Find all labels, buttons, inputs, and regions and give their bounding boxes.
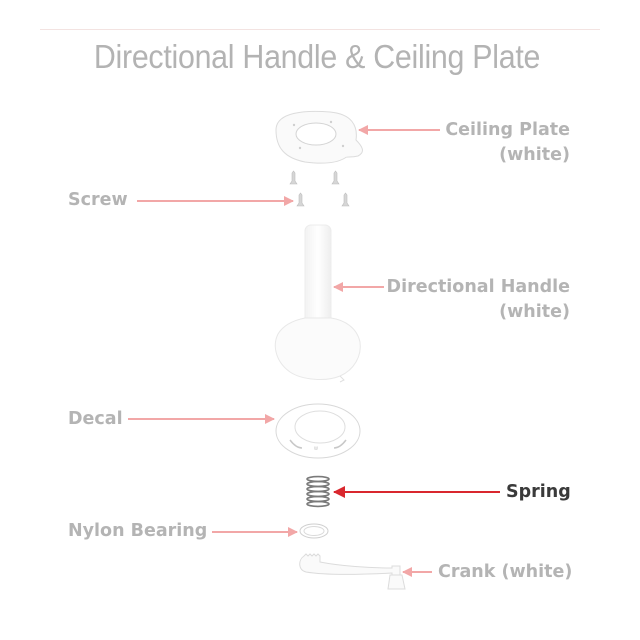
- label-screw: Screw: [68, 190, 128, 210]
- label-nylon-bearing: Nylon Bearing: [68, 521, 208, 541]
- label-spring: Spring: [506, 482, 571, 502]
- ceiling-plate-part: [275, 110, 363, 164]
- label-crank: Crank (white): [438, 562, 573, 582]
- label-ceiling-plate: Ceiling Plate (white): [445, 118, 570, 168]
- label-ceiling-plate-line2: (white): [499, 145, 570, 165]
- top-divider: [40, 29, 600, 30]
- spring-part: [306, 475, 330, 508]
- label-directional-handle: Directional Handle (white): [387, 275, 570, 325]
- decal-part: W: [275, 403, 361, 459]
- label-directional-handle-line1: Directional Handle: [386, 277, 570, 297]
- label-decal: Decal: [68, 409, 123, 429]
- screws-part: [289, 170, 350, 207]
- diagram-title: Directional Handle & Ceiling Plate: [93, 38, 541, 75]
- directional-handle-part: [274, 224, 361, 383]
- label-ceiling-plate-line1: Ceiling Plate: [445, 120, 570, 140]
- nylon-bearing-part: [299, 523, 329, 539]
- svg-text:W: W: [314, 446, 318, 451]
- crank-part: [299, 553, 406, 590]
- label-directional-handle-line2: (white): [499, 302, 570, 322]
